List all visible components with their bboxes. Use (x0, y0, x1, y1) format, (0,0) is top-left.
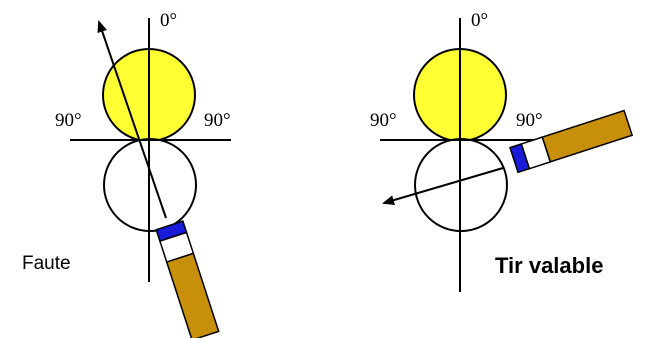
right-shot-arrow (382, 167, 504, 205)
left-panel: 0° 90° 90° Faute (22, 10, 231, 338)
right-angle-left: 90° (370, 110, 397, 131)
left-cue-shaft (165, 252, 220, 338)
right-cue-shaft (541, 109, 634, 163)
left-angle-right: 90° (204, 110, 231, 131)
left-caption: Faute (22, 253, 71, 274)
right-panel: 0° 90° 90° Tir valable (370, 10, 634, 292)
right-caption: Tir valable (495, 253, 603, 278)
right-angle-right: 90° (516, 110, 543, 131)
right-angle-top: 0° (471, 10, 488, 31)
left-cue-stick (155, 220, 220, 338)
left-shot-arrow (97, 20, 167, 219)
right-cue-stick (509, 109, 634, 174)
left-angle-top: 0° (160, 10, 177, 31)
left-angle-left: 90° (55, 110, 82, 131)
